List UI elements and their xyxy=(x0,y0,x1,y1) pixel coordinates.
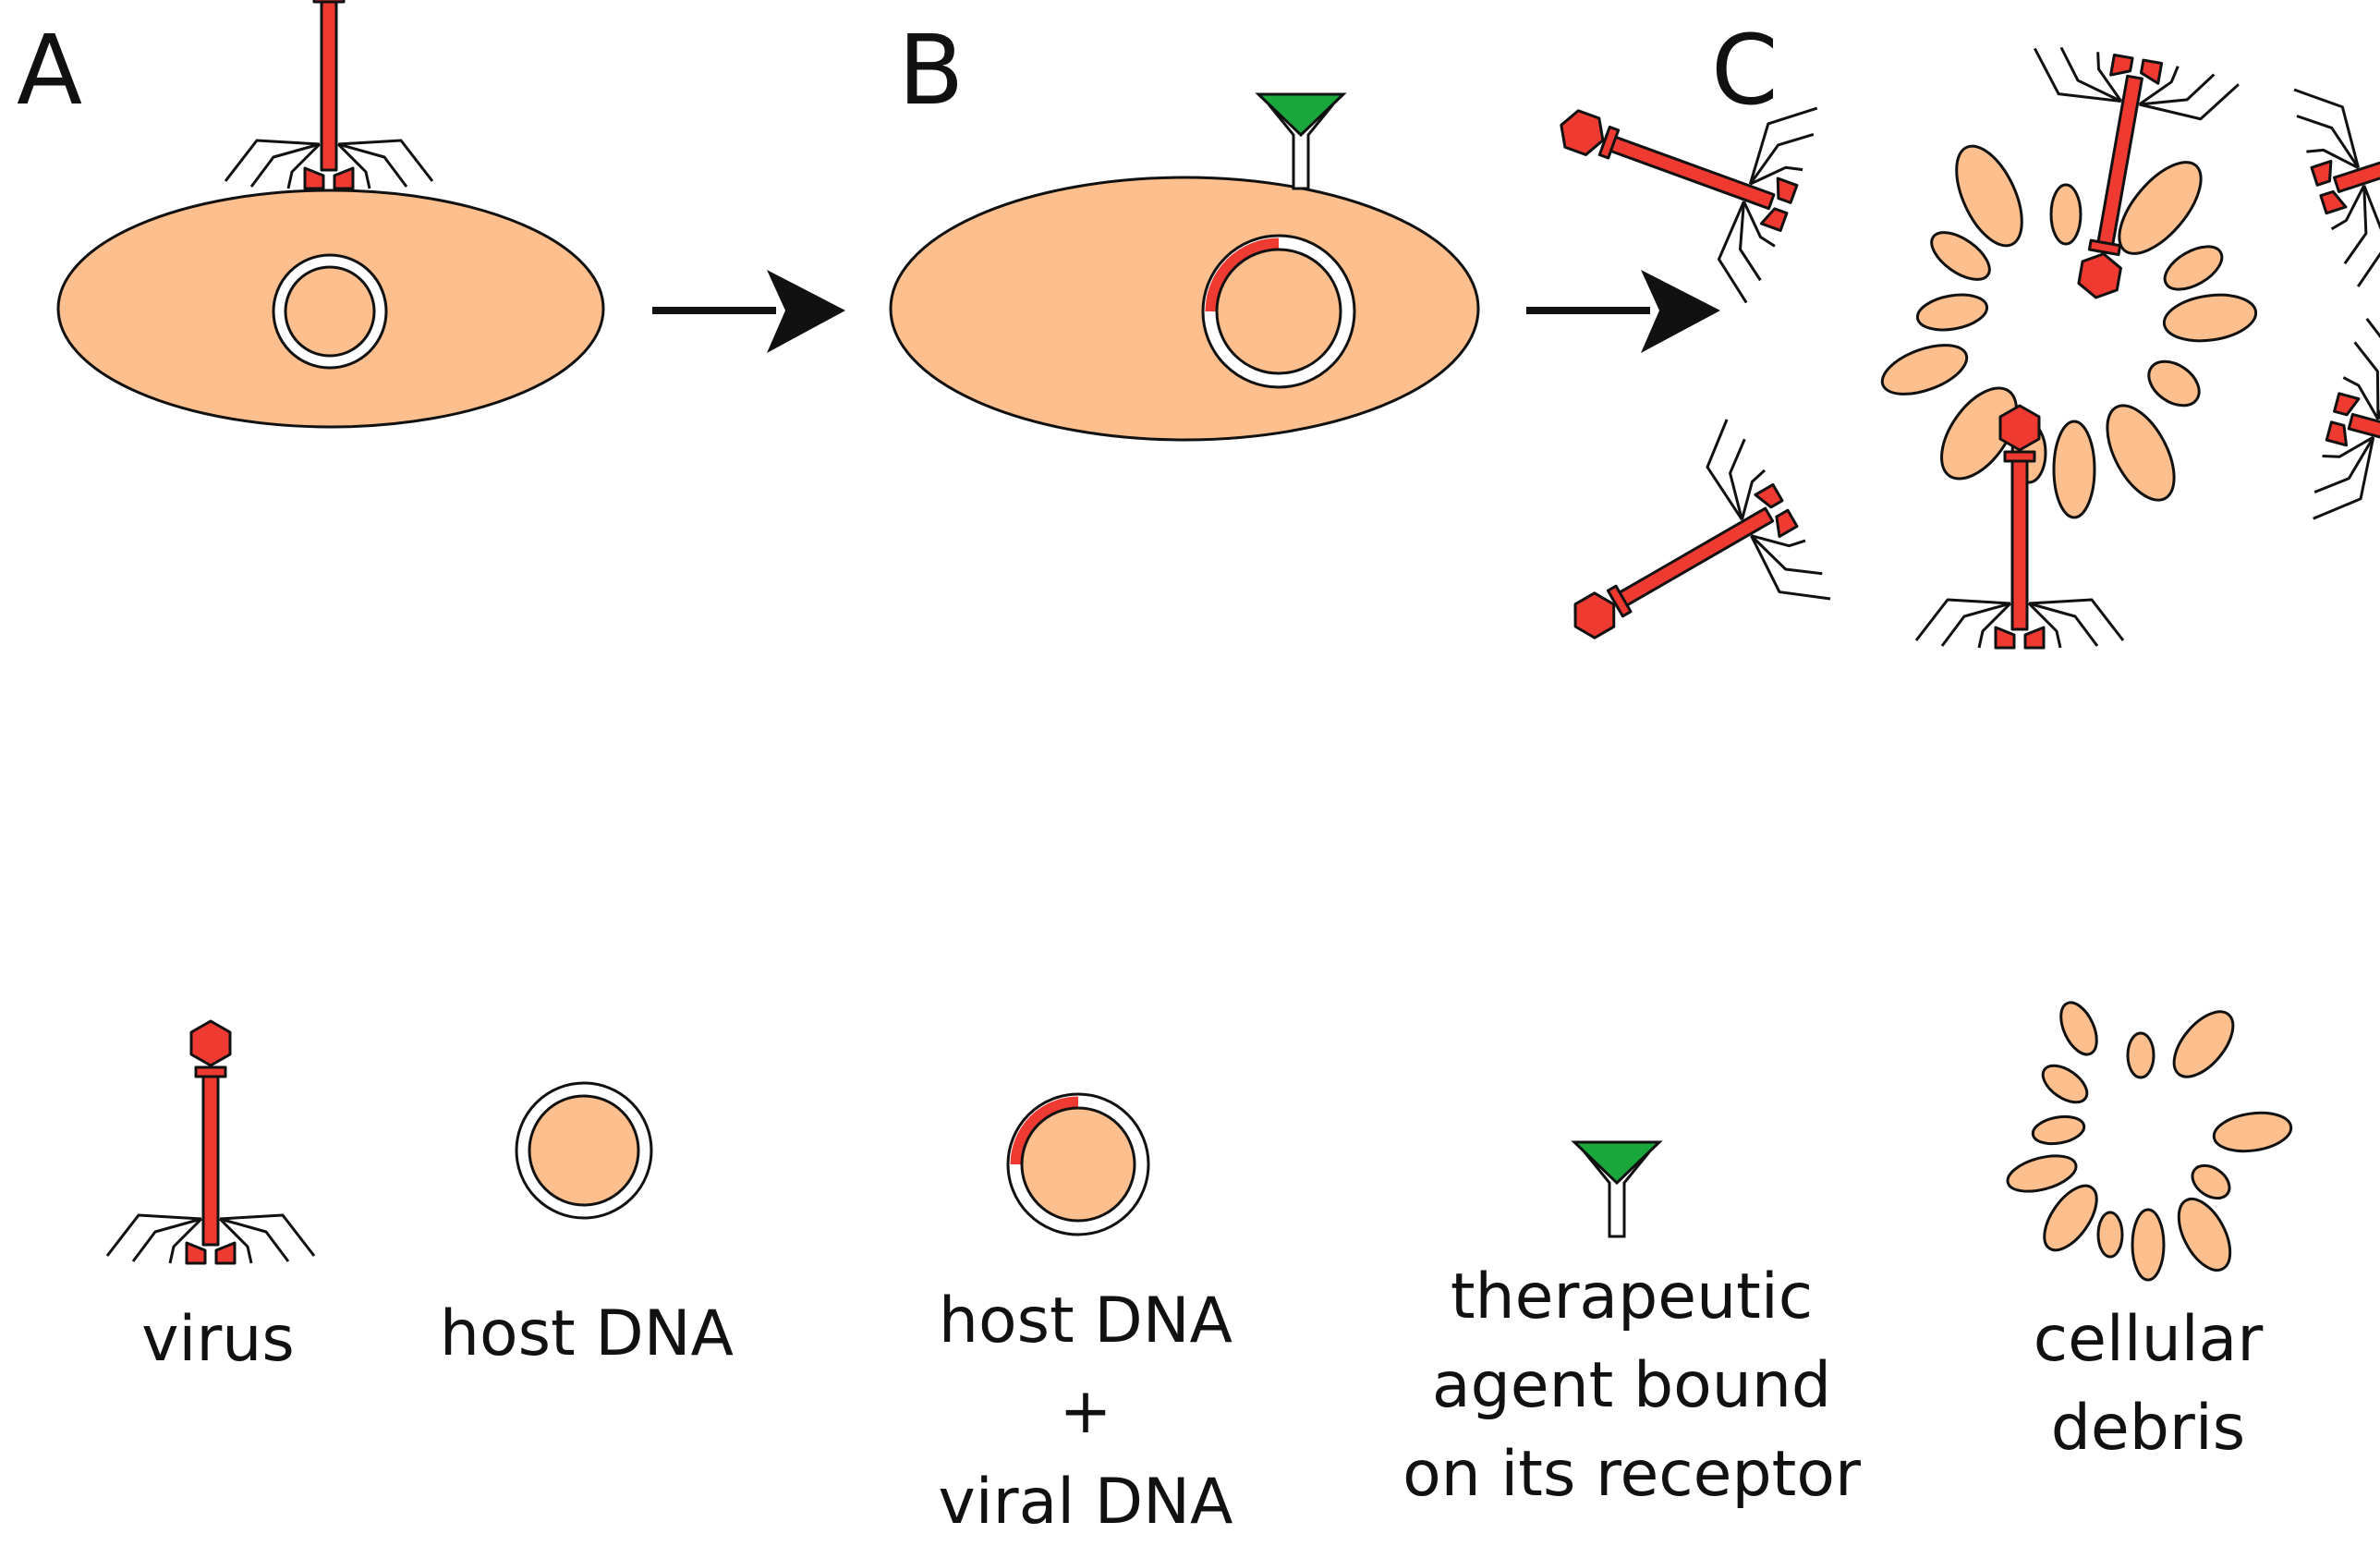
released-virus-upper-right xyxy=(2285,16,2380,291)
virus-icon xyxy=(105,1019,316,1265)
arrow-a-to-b-icon xyxy=(652,270,845,353)
panel-label-a: A xyxy=(17,14,82,127)
legend-agent-line2: agent bound xyxy=(1432,1349,1831,1422)
released-virus-lower-right xyxy=(2304,315,2380,581)
host-dna-icon xyxy=(515,1081,653,1220)
host-viral-dna-icon xyxy=(1006,1092,1150,1236)
legend-virus: virus xyxy=(105,1019,316,1376)
released-virus-upper-left xyxy=(1524,26,1826,307)
legend-virus-label: virus xyxy=(141,1303,295,1376)
arrow-b-to-c-icon xyxy=(1526,270,1720,353)
legend-host-viral-dna-line3: viral DNA xyxy=(938,1466,1232,1539)
receptor-agent-icon xyxy=(1572,1140,1661,1238)
host-viral-dna-b xyxy=(1201,234,1356,389)
bacterial-cell-b xyxy=(889,176,1480,442)
panel-label-b: B xyxy=(898,14,964,127)
legend-therapeutic-agent: therapeutic agent bound on its receptor xyxy=(1402,1140,1861,1511)
legend-host-viral-dna: host DNA + viral DNA xyxy=(938,1092,1233,1539)
released-virus-lower-left xyxy=(1522,414,1839,718)
receptor-agent-on-cell xyxy=(1257,92,1345,190)
legend: virus host DNA host DNA + viral DNA ther… xyxy=(105,1001,2293,1539)
legend-cellular-debris: cellular debris xyxy=(2006,1001,2293,1465)
legend-host-dna: host DNA xyxy=(440,1081,734,1370)
cellular-debris-icon xyxy=(2006,1001,2293,1282)
cellular-debris-burst xyxy=(1880,144,2258,519)
panel-label-c: C xyxy=(1711,14,1779,127)
panel-a: A xyxy=(17,0,605,429)
legend-agent-line3: on its receptor xyxy=(1402,1438,1861,1511)
panel-c: C xyxy=(1522,14,2380,718)
legend-host-viral-dna-line1: host DNA xyxy=(939,1284,1232,1357)
legend-host-dna-label: host DNA xyxy=(440,1297,734,1370)
panel-b: B xyxy=(889,14,1480,442)
host-dna-a xyxy=(272,253,388,370)
virus-icon-attaching xyxy=(224,0,434,190)
legend-agent-line1: therapeutic xyxy=(1451,1260,1813,1333)
legend-host-viral-dna-line2: + xyxy=(1060,1375,1112,1448)
legend-debris-line1: cellular xyxy=(2034,1303,2264,1376)
legend-debris-line2: debris xyxy=(2051,1392,2245,1465)
